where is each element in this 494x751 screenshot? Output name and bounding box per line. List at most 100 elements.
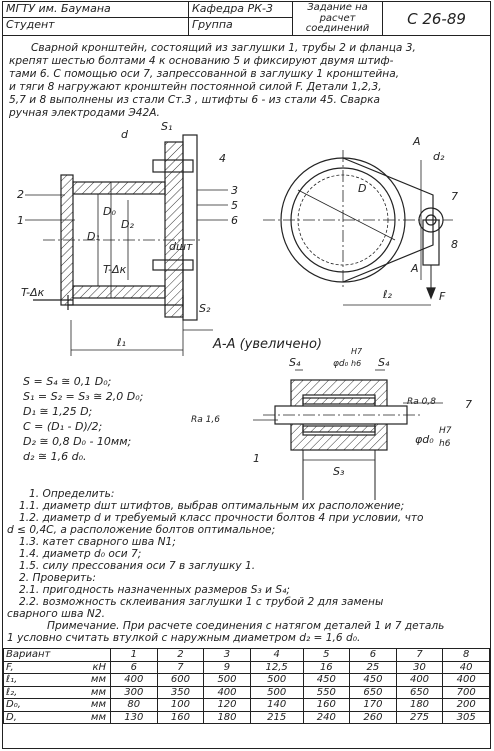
- fit-bottom-h6: h6: [439, 439, 451, 449]
- cell: 400: [203, 685, 251, 699]
- variant-header: Вариант: [3, 648, 111, 662]
- dim-d2-small: d₂: [433, 150, 445, 163]
- variant-number: 4: [249, 648, 304, 662]
- tube-wall-top: [72, 181, 166, 195]
- assembly-drawing: d S₁ S₂ T-Δк T-Δк D₁ D₀ D₂ dшт ℓ₁ ℓ₂ D d…: [17, 120, 472, 500]
- cell: 160: [302, 698, 351, 712]
- note-line: 1 условно считать втулкой с наружным диа…: [7, 632, 361, 644]
- row-name: F,: [3, 660, 74, 674]
- formula-line: S = S₄ ≅ 0,1 D₀;: [23, 375, 112, 388]
- cell: 215: [249, 710, 304, 724]
- variants-table: Вариант 1 2 3 4 5 6 7 8 F, кН 6 7 9 12,5…: [3, 648, 490, 724]
- dim-s1: S₁: [161, 120, 172, 133]
- rod-part: [422, 219, 440, 266]
- callout-6: 6: [231, 214, 238, 227]
- cell: 350: [156, 685, 205, 699]
- cell: 600: [156, 673, 205, 687]
- cell: 450: [302, 673, 351, 687]
- row-unit: мм: [74, 698, 111, 712]
- callout-5: 5: [231, 199, 238, 212]
- variant-number: 5: [302, 648, 351, 662]
- formula-line: C = (D₁ - D)/2;: [23, 420, 103, 433]
- cell: 500: [203, 673, 251, 687]
- flange-part: [164, 141, 184, 318]
- cell: 260: [349, 710, 397, 724]
- cell: 160: [156, 710, 205, 724]
- fit-top-h7: H7: [351, 347, 363, 356]
- note-line: Примечание. При расчете соединения с нат…: [47, 620, 445, 632]
- row-name: ℓ₂,: [3, 685, 74, 699]
- dim-dsht: dшт: [169, 240, 193, 253]
- fit-top-h6: h6: [351, 359, 361, 368]
- bolt-part: [152, 159, 194, 173]
- row-name: D,: [3, 710, 74, 724]
- dim-big-d: D: [358, 182, 366, 195]
- task-line: сварного шва N2.: [7, 608, 105, 620]
- description-line: ручная электродами Э42А.: [9, 107, 160, 119]
- dim-s2: S₂: [199, 302, 211, 315]
- formula-line: D₂ ≅ 0,8 D₀ - 10мм;: [23, 435, 132, 448]
- variant-number: 3: [203, 648, 251, 662]
- student-field: Студент: [3, 18, 189, 36]
- cell: 180: [203, 710, 251, 724]
- cell: 650: [349, 685, 397, 699]
- fit-bottom-h7: H7: [439, 426, 452, 436]
- cell: 400: [395, 673, 444, 687]
- description-line: тами 6. С помощью оси 7, запрессованной …: [9, 68, 400, 80]
- task-line: 1.3. катет сварного шва N1;: [19, 536, 176, 548]
- roughness-left: Ra 1,6: [191, 415, 220, 425]
- variant-number: 1: [110, 648, 158, 662]
- force-label: F: [439, 290, 446, 303]
- task-line: d ≤ 0,4C, а расположение болтов оптималь…: [7, 524, 276, 536]
- cell: 550: [302, 685, 351, 699]
- pin-part: [152, 259, 194, 271]
- cell: 12,5: [249, 660, 304, 674]
- task-title-line2: расчет: [319, 12, 356, 24]
- cell: 180: [395, 698, 444, 712]
- table-row: F, кН 6 7 9 12,5 16 25 30 40: [3, 660, 490, 674]
- formula-line: S₁ = S₂ = S₃ ≅ 2,0 D₀;: [23, 390, 144, 403]
- cell: 700: [442, 685, 490, 699]
- cell: 80: [110, 698, 158, 712]
- task-line: 2. Проверить:: [19, 572, 97, 584]
- row-unit: мм: [74, 685, 111, 699]
- roughness-right: Ra 0,8: [407, 397, 436, 407]
- cell: 130: [110, 710, 158, 724]
- cell: 300: [110, 685, 158, 699]
- callout-2: 2: [17, 188, 24, 201]
- dim-s4-right: S₄: [378, 356, 390, 369]
- institution: МГТУ им. Баумана: [3, 2, 189, 18]
- cell: 240: [302, 710, 351, 724]
- callout-7: 7: [451, 190, 458, 203]
- dim-l1: ℓ₁: [116, 336, 126, 349]
- variant-number: 8: [442, 648, 490, 662]
- section-callout-7: 7: [465, 398, 472, 411]
- dim-d1: D₁: [87, 230, 100, 243]
- dim-t2: T-Δк: [103, 263, 127, 276]
- dim-d: d: [121, 128, 129, 141]
- callout-3: 3: [231, 184, 238, 197]
- cell: 16: [302, 660, 351, 674]
- table-row: D₀, мм 80 100 120 140 160 170 180 200: [3, 698, 490, 712]
- row-name: D₀,: [3, 698, 74, 712]
- formula-line: D₁ ≅ 1,25 D;: [23, 405, 93, 418]
- cell: 650: [395, 685, 444, 699]
- cell: 6: [110, 660, 158, 674]
- cell: 40: [442, 660, 490, 674]
- cell: 500: [249, 673, 304, 687]
- dim-s4-left: S₄: [289, 356, 301, 369]
- tasks-block: 1. Определить: 1.1. диаметр dшт штифтов,…: [7, 488, 489, 644]
- dim-d0: D₀: [103, 205, 116, 218]
- description-line: крепят шестью болтами 4 к основанию 5 и …: [9, 55, 394, 67]
- task-line: 1. Определить:: [29, 488, 115, 500]
- task-line: 1.1. диаметр dшт штифтов, выбрав оптимал…: [19, 500, 405, 512]
- callout-8: 8: [451, 238, 458, 251]
- row-unit: кН: [74, 660, 111, 674]
- formula-block: S = S₄ ≅ 0,1 D₀; S₁ = S₂ = S₃ ≅ 2,0 D₀; …: [23, 374, 143, 464]
- cell: 500: [249, 685, 304, 699]
- task-title-line3: соединений: [305, 23, 370, 34]
- description-line: и тяги 8 нагружают кронштейн постоянной …: [9, 81, 382, 93]
- dia-bottom: φd₀: [415, 433, 434, 446]
- description-line: Сварной кронштейн, состоящий из заглушки…: [31, 42, 416, 54]
- section-title: А-А (увеличено): [212, 337, 322, 352]
